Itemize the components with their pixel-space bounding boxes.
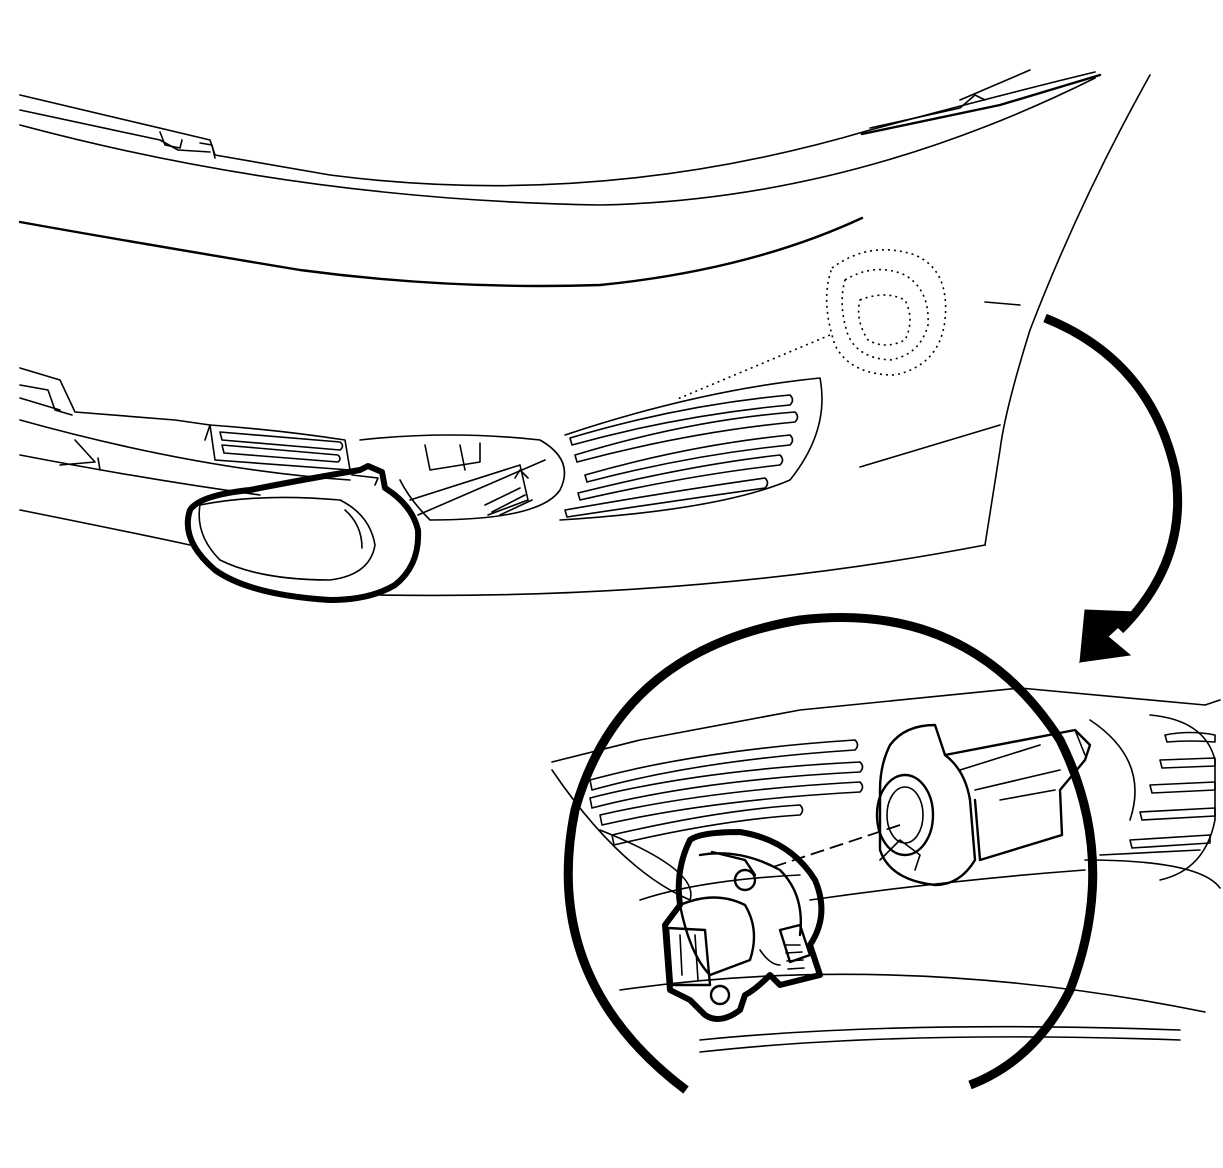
fog-lamp-assembly [184,459,546,603]
detail-fascia [551,687,1221,1053]
detail-callout-arrow [1043,313,1183,664]
lamp-housing-rear [875,723,1092,887]
viewing-location-marker [674,249,947,401]
front-fascia [19,367,986,597]
lower-grille-slots-left [219,431,344,463]
bulb-socket [662,829,825,1022]
lower-grille-slots-right [564,394,799,518]
alignment-axis [769,824,901,869]
detail-grille-slots [589,731,1216,856]
hood-and-body-lines [18,69,1151,546]
